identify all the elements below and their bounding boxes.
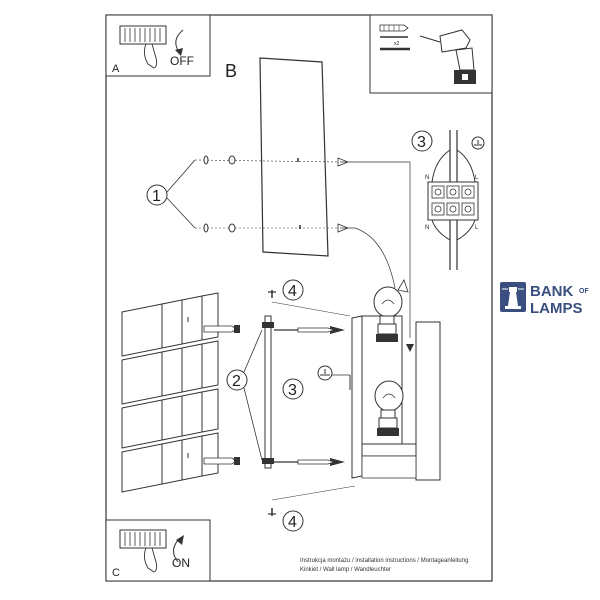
callout-3: 3 — [417, 134, 426, 151]
wiring-diagram: 3 N L N L — [411, 130, 485, 270]
logo-line2: LAMPS — [530, 300, 583, 317]
washer-icon — [203, 155, 236, 233]
callout-2: 2 — [226, 329, 263, 461]
wall-bracket — [262, 315, 345, 469]
logo-line1-small: OF — [579, 288, 589, 295]
wire-n-top: N — [425, 175, 429, 181]
svg-text:1: 1 — [152, 188, 161, 205]
fuse-box-icon — [119, 529, 167, 573]
anchor-bottom — [203, 457, 240, 465]
svg-text:2: 2 — [232, 373, 241, 390]
wire-l-bottom: L — [475, 225, 479, 231]
bulb-top-icon — [373, 286, 403, 342]
footer-caption: Instrukcja montażu / installation instru… — [300, 557, 492, 575]
lighthouse-icon — [500, 282, 526, 312]
footer-line-1: Instrukcja montażu / installation instru… — [300, 558, 469, 564]
anchor-quantity: x2 — [394, 41, 400, 47]
panel-c-switch-on: C ON — [105, 519, 211, 582]
drill-icon — [419, 29, 476, 84]
wire-l-top: L — [475, 175, 479, 181]
callout-4-bottom: 4 — [268, 485, 356, 532]
panel-a-switch-off: A OFF — [105, 14, 211, 77]
wire-n-bottom: N — [425, 225, 429, 231]
logo-line1: BANK — [530, 283, 573, 300]
panel-c-state: ON — [172, 556, 190, 570]
anchor-top — [203, 325, 240, 333]
tools-panel: x2 — [369, 14, 493, 94]
fuse-box-icon — [119, 25, 167, 69]
panel-c-letter: C — [112, 567, 120, 579]
brick-wall — [121, 292, 219, 493]
bulb-bottom-icon — [374, 380, 404, 436]
screw-bottom — [297, 459, 336, 465]
footer-line-2: Kinkiet / Wall lamp / Wandleuchter — [300, 567, 391, 573]
outer-frame — [105, 14, 493, 582]
callout-1: 1 — [146, 155, 350, 233]
bank-of-lamps-logo: BANK OF LAMPS — [500, 282, 589, 317]
callout-3-ground: 3 — [282, 378, 304, 400]
callout-4-top: 4 — [268, 279, 351, 317]
panel-a-state: OFF — [170, 54, 194, 68]
svg-text:3: 3 — [288, 382, 297, 399]
mounting-plate — [259, 57, 329, 257]
svg-text:4: 4 — [288, 514, 297, 531]
panel-a-letter: A — [112, 63, 120, 75]
panel-b-letter: B — [225, 61, 237, 81]
wall-anchor-icon: x2 — [379, 24, 410, 51]
svg-text:4: 4 — [288, 283, 297, 300]
screw-top — [297, 327, 336, 333]
